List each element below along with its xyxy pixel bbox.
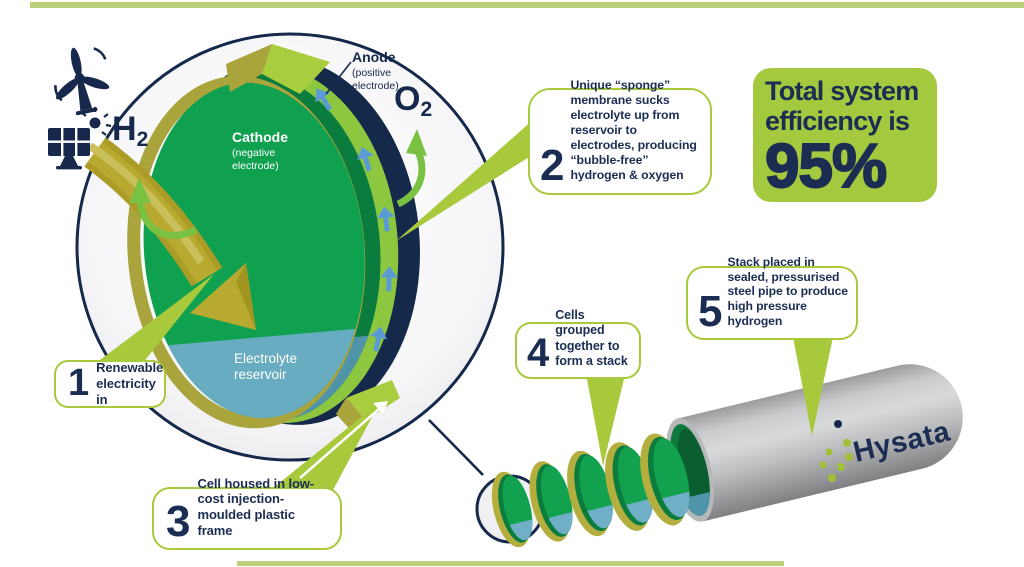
sun-rays <box>81 107 112 136</box>
callout-2: 2 Unique “sponge” membrane sucks electro… <box>528 78 712 195</box>
white-arrow-line <box>299 408 380 479</box>
frame-bottom-lime <box>346 380 400 420</box>
stack-cell <box>640 433 697 526</box>
electricity-arrow-head-shade <box>236 263 256 330</box>
turbine-pole <box>77 81 93 111</box>
turbine-blade <box>70 47 82 78</box>
callout-5: 5 Stack placed in sealed, pressurised st… <box>686 255 858 340</box>
anode-label: Anode (positive electrode) <box>352 49 442 92</box>
panel-foot <box>56 166 82 170</box>
sun-core <box>89 117 101 129</box>
cell-cross-section <box>127 57 420 431</box>
pointer-4 <box>587 379 624 466</box>
callout-4: 4 Cells grouped together to form a stack <box>515 308 641 379</box>
callout-1: 1 Renewable electricity in <box>54 360 166 408</box>
electricity-arrow-highlight <box>87 142 205 265</box>
h2-label: H2 <box>112 112 148 150</box>
reservoir-label: Electrolyte reservoir <box>234 351 298 383</box>
flow-arrow-icon <box>356 146 374 172</box>
callout-2-number: 2 <box>540 140 565 190</box>
badge-line2: efficiency is <box>765 105 910 136</box>
o2-arrow-curve <box>396 147 426 208</box>
electrolyte-reservoir <box>129 325 379 428</box>
callout-1-number: 1 <box>68 362 89 405</box>
pipe-body <box>677 364 963 522</box>
callout-1-text: Renewable electricity in <box>96 360 164 407</box>
callout-3-number: 3 <box>166 496 191 546</box>
white-arrow-head <box>373 401 388 414</box>
callout-5-number: 5 <box>698 286 723 336</box>
solar-panel-icon <box>48 107 112 170</box>
callout-4-text: Cells grouped together to form a stack <box>555 308 628 368</box>
h2-subscript: 2 <box>136 127 149 151</box>
badge-value: 95% <box>764 132 888 202</box>
callout-5-text: Stack placed in sealed, pressurised stee… <box>727 254 848 329</box>
callout-4-number: 4 <box>527 330 549 375</box>
detail-connector-line <box>428 419 484 476</box>
callout-3: 3 Cell housed in low-cost injection-moul… <box>152 476 342 550</box>
oxygen-arrow <box>396 129 427 208</box>
pointer-3 <box>268 402 380 492</box>
o2-arrow-head <box>406 129 427 156</box>
cathode-title: Cathode <box>232 129 288 145</box>
panel-grid-lines <box>48 128 90 156</box>
callout-2-text: Unique “sponge” membrane sucks electroly… <box>570 78 697 182</box>
pointer-5 <box>793 337 833 436</box>
bottom-border-bar <box>237 561 784 566</box>
flow-arrow-icon <box>380 266 398 292</box>
cathode-subtitle: (negative electrode) <box>232 147 279 172</box>
flow-arrow-icon <box>377 206 395 232</box>
turbine-hub <box>74 73 85 84</box>
h2-arrow-curve <box>136 197 198 239</box>
motion-arc <box>54 85 63 102</box>
h2-base: H <box>112 110 137 148</box>
badge-line1: Total system <box>765 76 919 106</box>
cell-stack <box>491 433 697 548</box>
efficiency-badge: Total system efficiency is 95% <box>753 68 937 202</box>
frame-top-olive <box>226 44 272 92</box>
hydrogen-arrow <box>129 178 198 239</box>
pointer-1 <box>92 274 214 374</box>
top-border-bar <box>30 2 1024 8</box>
electrolyte-flow-arrows <box>315 88 398 352</box>
callout-3-text: Cell housed in low-cost injection-moulde… <box>197 475 315 539</box>
turbine-base <box>75 107 98 116</box>
callout-pointers <box>92 119 833 492</box>
anode-title: Anode <box>352 49 396 65</box>
frame-pointer-arrow <box>299 401 388 479</box>
flow-arrow-icon <box>315 88 333 111</box>
stack-cell <box>567 450 620 537</box>
wind-turbine-icon <box>54 47 110 116</box>
flow-arrow-icon <box>369 326 388 352</box>
anode-pointer-line <box>325 61 352 95</box>
o2-base: O <box>394 80 421 118</box>
panel-stand <box>60 156 78 166</box>
h2-arrow-head <box>129 178 151 203</box>
pipe-opening-shade <box>678 429 710 510</box>
o2-subscript: 2 <box>420 97 433 121</box>
motion-arc <box>93 47 107 60</box>
anode-subtitle: (positive electrode) <box>352 67 399 92</box>
turbine-blade <box>56 78 80 100</box>
electricity-arrow <box>84 137 256 330</box>
cathode-label: Cathode (negative electrode) <box>232 129 327 172</box>
o2-label: O2 <box>394 82 432 120</box>
frame-top-lime <box>262 44 330 94</box>
pointer-2 <box>396 119 534 241</box>
frame-top-arrowhead <box>226 44 330 94</box>
logo-dots-green <box>819 439 853 482</box>
turbine-blade <box>80 76 110 90</box>
logo-dot-navy <box>834 420 842 428</box>
